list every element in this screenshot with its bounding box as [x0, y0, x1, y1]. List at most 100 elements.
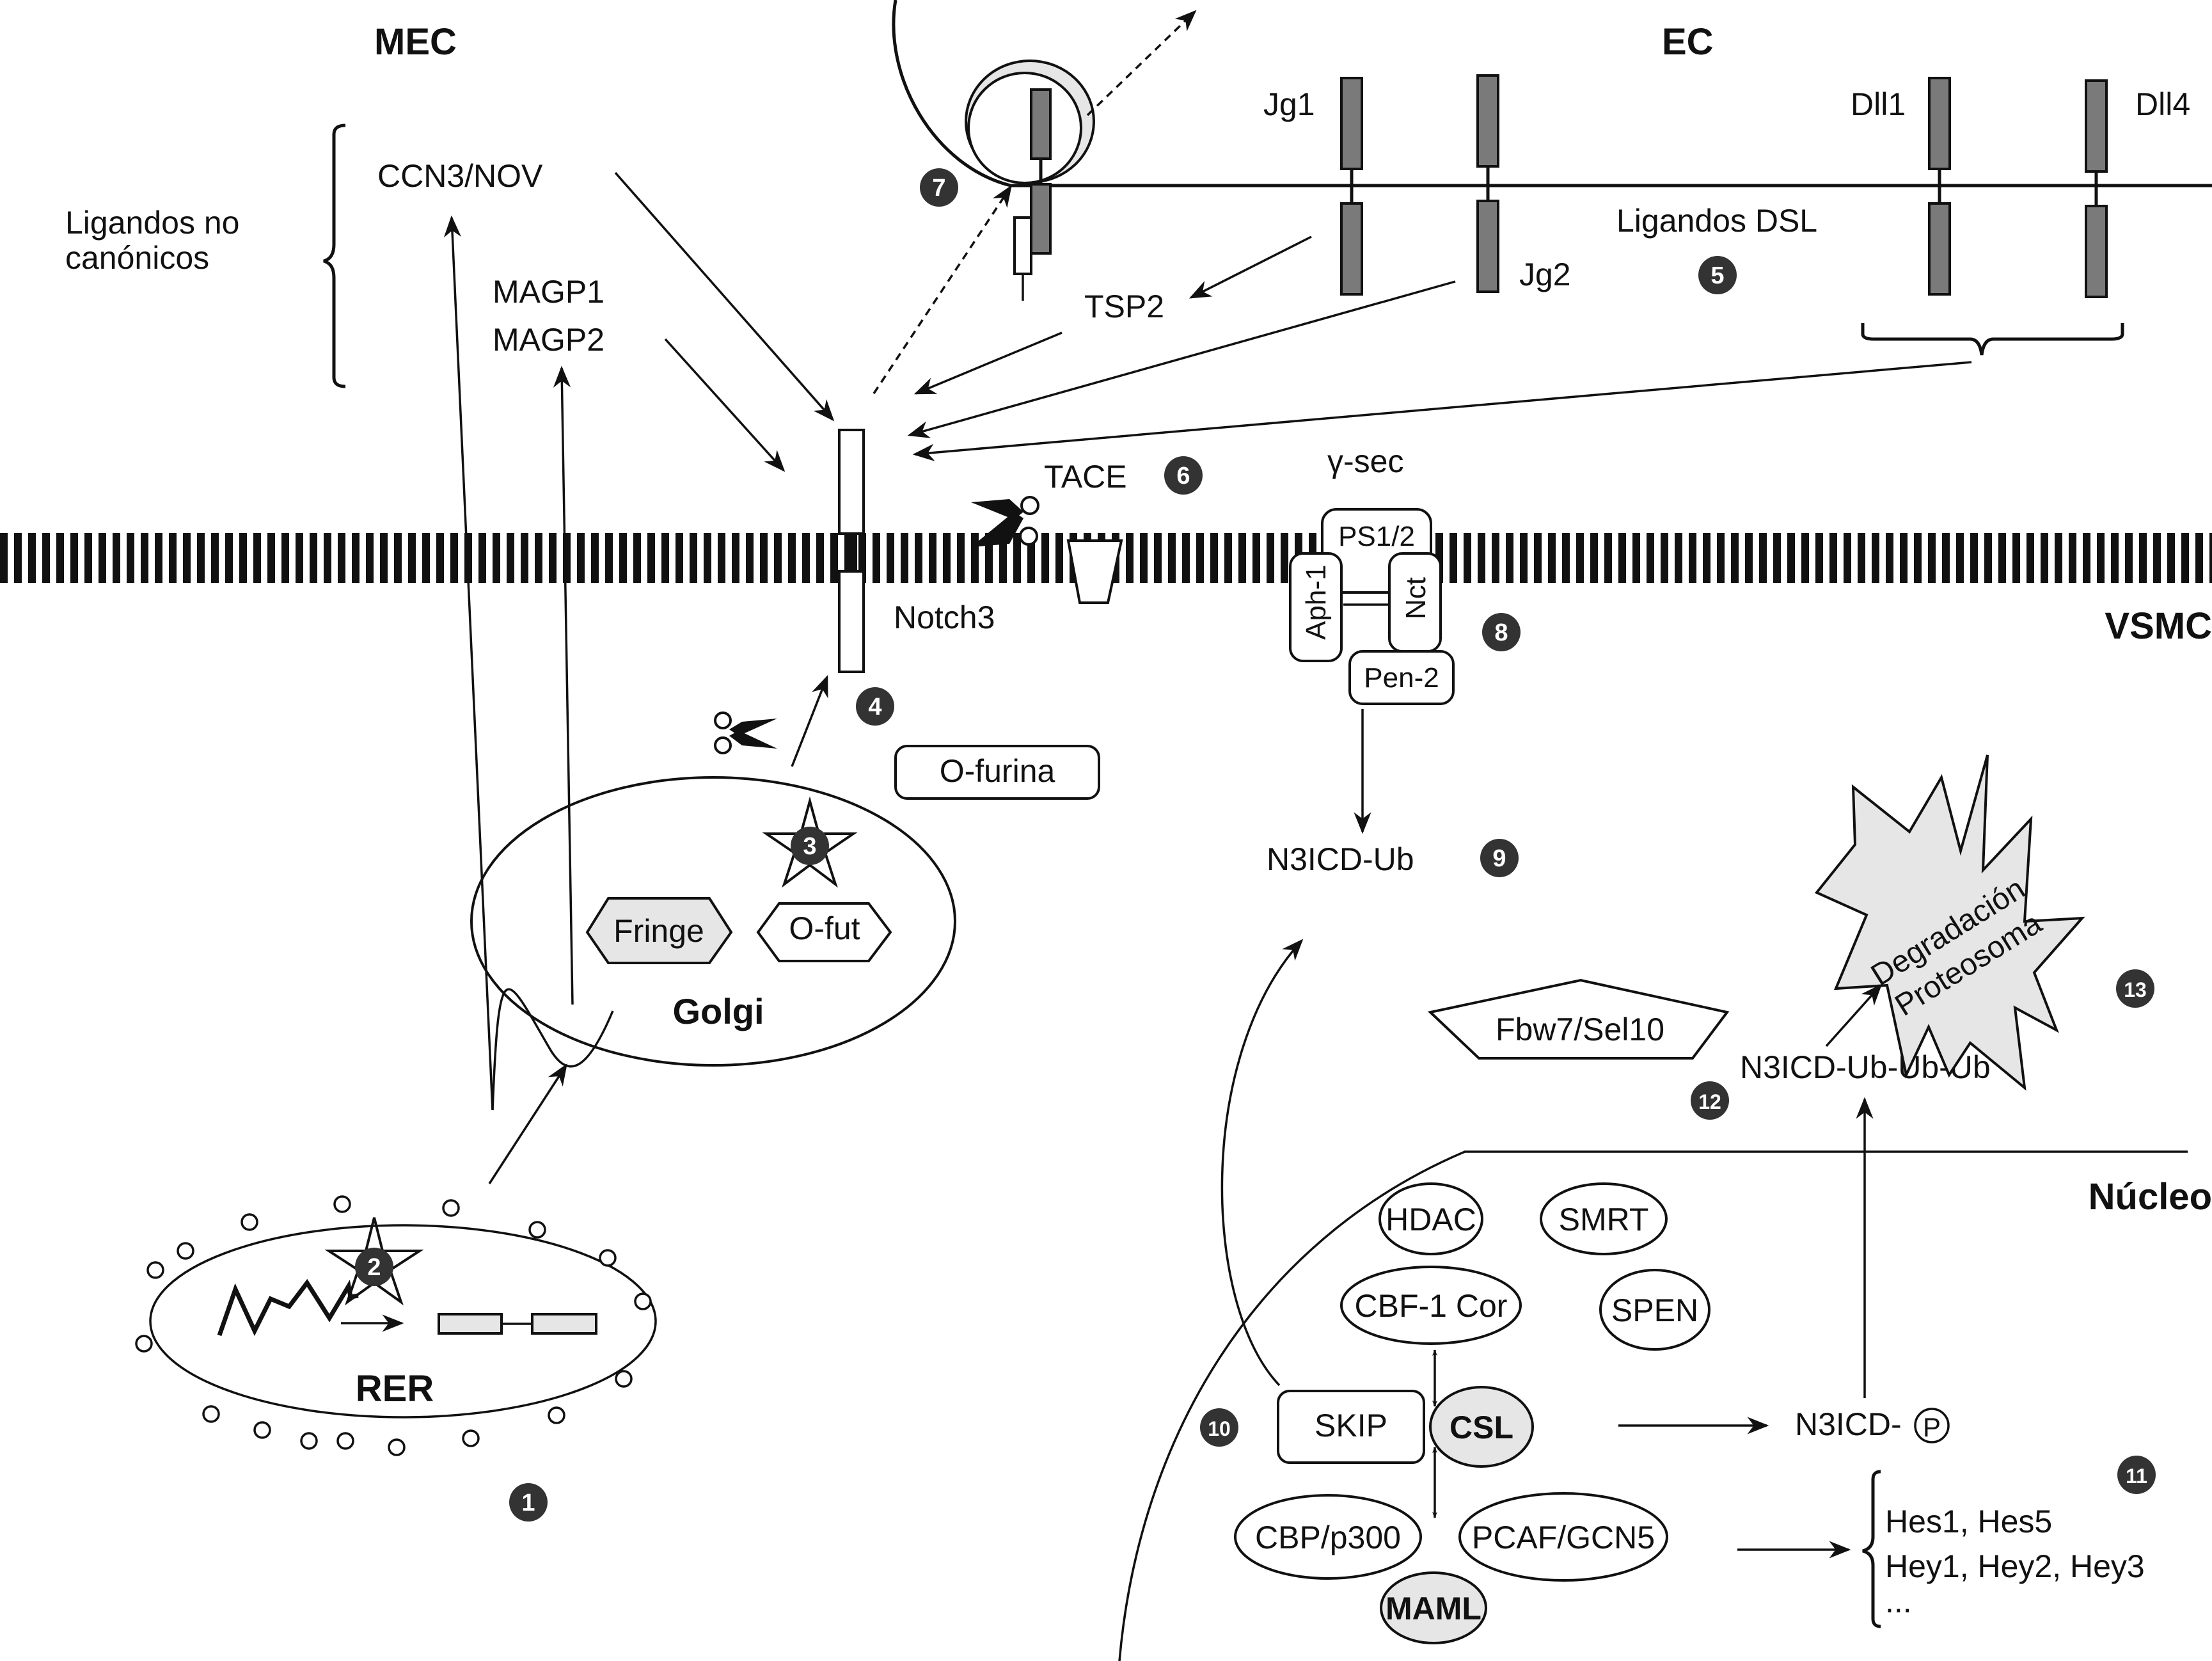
targets-brace	[1862, 1470, 1881, 1628]
label-cbp: CBP/p300	[1255, 1520, 1401, 1555]
ligand-jg1	[1340, 77, 1363, 296]
ligand-dll4	[2085, 79, 2108, 298]
notch3-receptor	[838, 429, 865, 673]
label-spen: SPEN	[1611, 1292, 1698, 1328]
arrow-golgi-to-notch3	[791, 674, 828, 767]
arrow-magp-to-notch3	[664, 338, 786, 472]
arrow-jg1-to-tsp2	[1189, 235, 1312, 299]
step-badge-9	[1480, 839, 1519, 877]
step-badge-3	[791, 827, 829, 865]
gamma-secretase-complex: PS1/2 Aph-1 Nct Pen-2	[1289, 508, 1455, 705]
ribosomes	[135, 1195, 652, 1456]
step-badge-number: 1	[521, 1490, 535, 1516]
step-badge-number: 13	[2124, 978, 2147, 1001]
step-badge-13	[2116, 969, 2154, 1008]
step-badge-1	[509, 1483, 548, 1522]
label-csl: CSL	[1450, 1410, 1513, 1445]
hdac	[1379, 1182, 1483, 1255]
label-target-hey: Hey1, Hey2, Hey3	[1885, 1548, 2145, 1584]
step-badge-number: 2	[367, 1254, 381, 1281]
step-badge-4	[856, 687, 894, 726]
label-jg1: Jg1	[1263, 86, 1315, 122]
region-label-nucleus: Núcleo	[2089, 1176, 2212, 1218]
label-phospho: P	[1923, 1412, 1941, 1442]
noncanonical-brace	[323, 123, 346, 388]
o-furina-box	[894, 745, 1100, 800]
label-dll1: Dll1	[1851, 86, 1906, 122]
label-target-hes: Hes1, Hes5	[1885, 1504, 2052, 1539]
step-badge-12	[1691, 1081, 1729, 1120]
label-ps12: PS1/2	[1338, 521, 1415, 552]
region-label-ecm: MEC	[374, 21, 457, 63]
step-badge-8	[1482, 613, 1521, 651]
notch-stub-white	[1013, 216, 1032, 275]
label-ligandos-dsl: Ligandos DSL	[1616, 203, 1817, 239]
label-fbw7: Fbw7/Sel10	[1496, 1012, 1664, 1047]
label-skip: SKIP	[1315, 1408, 1387, 1443]
arrow-golgi-to-magp	[553, 365, 574, 1005]
label-n3icd-ub: N3ICD-Ub	[1267, 841, 1414, 877]
step-badge-number: 12	[1698, 1090, 1721, 1113]
step-badge-number: 6	[1176, 463, 1190, 489]
mrna-squiggle	[217, 1278, 359, 1337]
label-o-fut: O-fut	[789, 910, 860, 946]
step-badge-number: 3	[803, 833, 816, 860]
label-golgi: Golgi	[672, 991, 764, 1031]
region-label-vsmc: VSMC	[2105, 605, 2212, 647]
tace-protease	[1066, 539, 1123, 604]
step-badge-10	[1200, 1408, 1238, 1447]
label-fringe: Fringe	[613, 913, 704, 949]
proteasome-burst	[1814, 754, 2085, 1091]
label-dll4: Dll4	[2135, 86, 2190, 122]
label-aph1: Aph-1	[1300, 565, 1332, 640]
label-jg2: Jg2	[1519, 257, 1571, 292]
arrow-golgi-to-ccn3	[443, 215, 494, 1111]
pcaf-gcn5	[1458, 1492, 1668, 1582]
arrow-jg2-to-notch3	[907, 280, 1456, 438]
fringe-enzyme	[585, 897, 733, 964]
ligand-dll1	[1928, 77, 1951, 296]
scissors-icon-tace	[971, 496, 1039, 547]
dotted-arrow-up-out	[1086, 10, 1197, 116]
ligand-jg2	[1476, 74, 1499, 293]
arrow-rer-to-golgi	[488, 1063, 567, 1184]
step-badge-number: 10	[1208, 1417, 1231, 1440]
label-pen2: Pen-2	[1364, 662, 1439, 694]
step-badge-number: 7	[932, 175, 945, 202]
golgi-cisterna	[491, 988, 614, 1111]
cbf1-cor	[1340, 1266, 1522, 1345]
label-maml: MAML	[1386, 1591, 1481, 1626]
phospho-badge	[1914, 1408, 1950, 1443]
step-badge-number: 5	[1710, 262, 1724, 289]
ec-membrane	[892, 0, 2212, 187]
arrow-tsp2-to-notch3	[913, 331, 1063, 395]
notch-ecd-in-vesicle	[1030, 88, 1052, 160]
label-magp2: MAGP2	[493, 322, 604, 358]
label-o-furina: O-furina	[940, 753, 1055, 789]
smrt	[1540, 1182, 1668, 1255]
protein-precursor-b	[531, 1313, 597, 1335]
step-badge-7	[920, 168, 958, 207]
label-tsp2: TSP2	[1084, 289, 1164, 324]
o-fut-enzyme	[756, 902, 892, 962]
golgi	[470, 776, 956, 1067]
label-pcaf: PCAF/GCN5	[1472, 1520, 1655, 1555]
label-gamma-sec: γ-sec	[1327, 443, 1403, 479]
label-nct: Nct	[1400, 577, 1432, 619]
arrow-dll-to-notch3	[912, 361, 1972, 461]
step-badge-number: 8	[1494, 619, 1508, 646]
step-badge-5	[1698, 256, 1737, 294]
label-cbf1cor: CBF-1 Cor	[1355, 1288, 1508, 1324]
label-smrt: SMRT	[1559, 1202, 1649, 1237]
label-magp1: MAGP1	[493, 274, 604, 310]
arrow-ububub-to-proteasome	[1825, 983, 1883, 1047]
label-canonicos: canónicos	[65, 240, 209, 276]
arrow-ccn3-to-notch3	[614, 171, 835, 422]
step-badge-11	[2117, 1456, 2156, 1494]
step-badge-number: 9	[1492, 845, 1506, 872]
endocytic-vesicle-inner	[967, 72, 1082, 184]
protein-precursor-a	[438, 1313, 503, 1335]
label-hdac: HDAC	[1386, 1202, 1476, 1237]
region-label-ec: EC	[1662, 21, 1714, 63]
skip	[1277, 1390, 1425, 1464]
